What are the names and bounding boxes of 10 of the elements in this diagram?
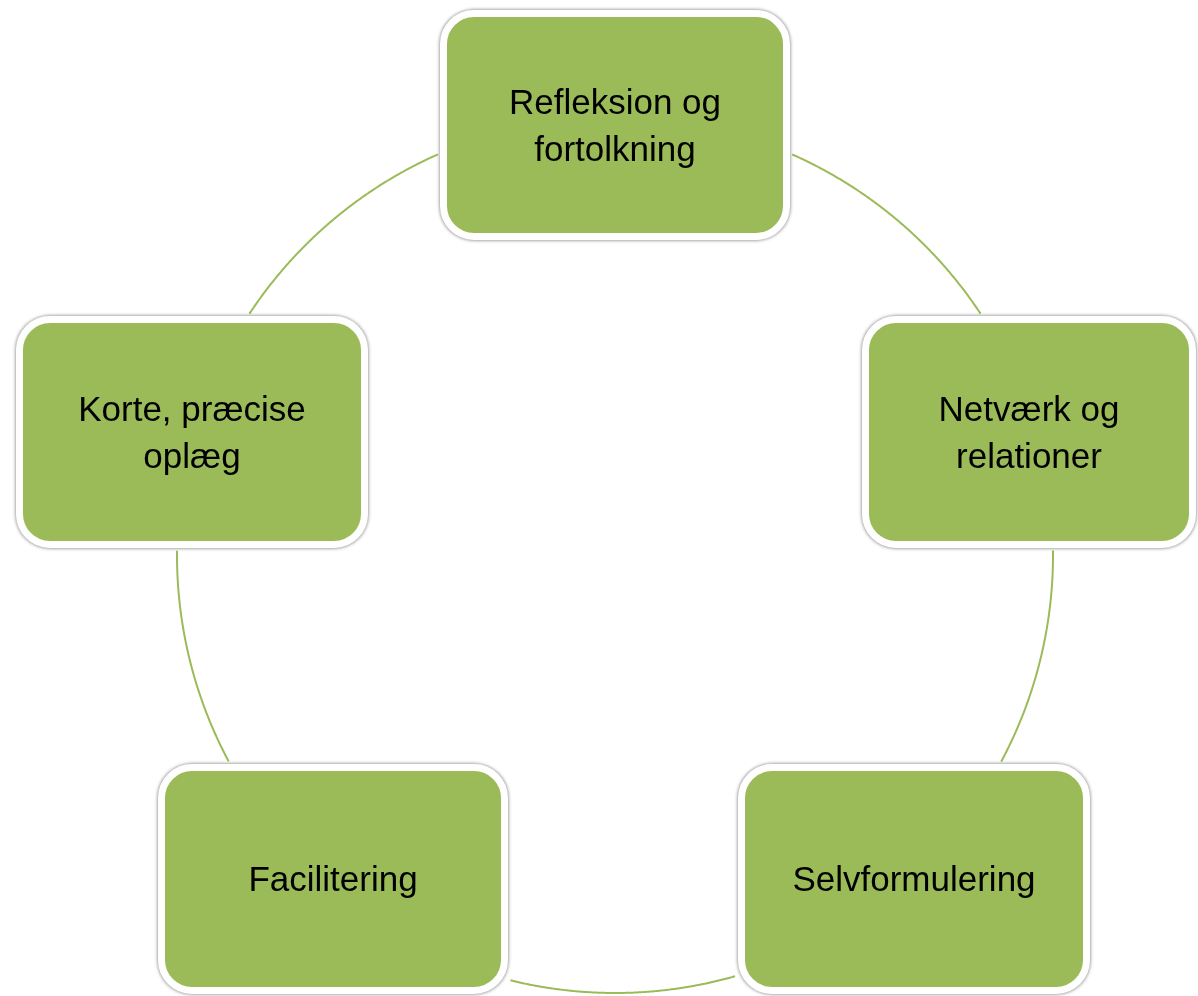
node-label: Netværk og relationer <box>937 387 1121 477</box>
connector-arc <box>1000 549 1054 763</box>
connector-arc <box>509 975 737 994</box>
connector-arc <box>791 153 982 315</box>
connector-arc <box>248 153 439 315</box>
node-label: Korte, præcise oplæg <box>77 387 307 477</box>
node-label: Refleksion og fortolkning <box>507 80 723 170</box>
connector-arc <box>176 549 230 763</box>
node-label: Selvformulering <box>791 858 1037 901</box>
node-label: Facilitering <box>247 858 419 901</box>
